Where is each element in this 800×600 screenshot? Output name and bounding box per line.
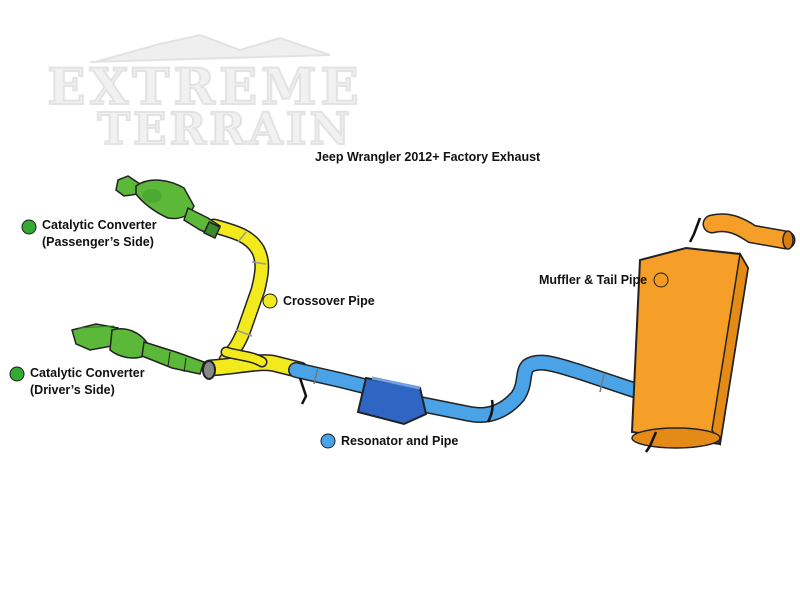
legend-crossover-pipe: Crossover Pipe (262, 293, 375, 309)
legend-label-line2: (Driver’s Side) (30, 383, 115, 397)
crossover-pipe (201, 218, 309, 379)
diagram-title: Jeep Wrangler 2012+ Factory Exhaust (315, 150, 541, 164)
legend-label-line1: Crossover Pipe (283, 294, 375, 308)
legend-muffler-and-tail-pipe: Muffler & Tail Pipe (539, 272, 669, 288)
legend-catalytic-converter-driver: Catalytic Converter (Driver’s Side) (9, 366, 145, 397)
legend-dot-orange (653, 272, 669, 288)
mountain-logo-shape (89, 33, 331, 63)
legend-resonator-and-pipe: Resonator and Pipe (320, 433, 458, 449)
legend-dot-green (21, 219, 37, 235)
muffler-and-tail-pipe (630, 213, 796, 453)
legend-label-line1: Resonator and Pipe (341, 434, 458, 448)
legend-catalytic-converter-passenger: Catalytic Converter (Passenger’s Side) (21, 218, 157, 249)
legend-label-line1: Catalytic Converter (30, 366, 145, 380)
catalytic-converter-passenger (115, 175, 222, 239)
catalytic-converter-driver (71, 323, 216, 380)
resonator-and-pipe (288, 354, 648, 426)
legend-dot-blue (320, 433, 336, 449)
legend-label-line2: (Passenger’s Side) (42, 235, 154, 249)
legend-label-line1: Catalytic Converter (42, 218, 157, 232)
extreme-terrain-watermark: EXTREME TERRAIN (46, 33, 362, 156)
watermark-line-2: TERRAIN (97, 104, 352, 155)
watermark-line-1: EXTREME (47, 57, 362, 116)
legend-dot-yellow (262, 293, 278, 309)
legend-label-line1: Muffler & Tail Pipe (539, 273, 647, 287)
legend-dot-green (9, 366, 25, 382)
